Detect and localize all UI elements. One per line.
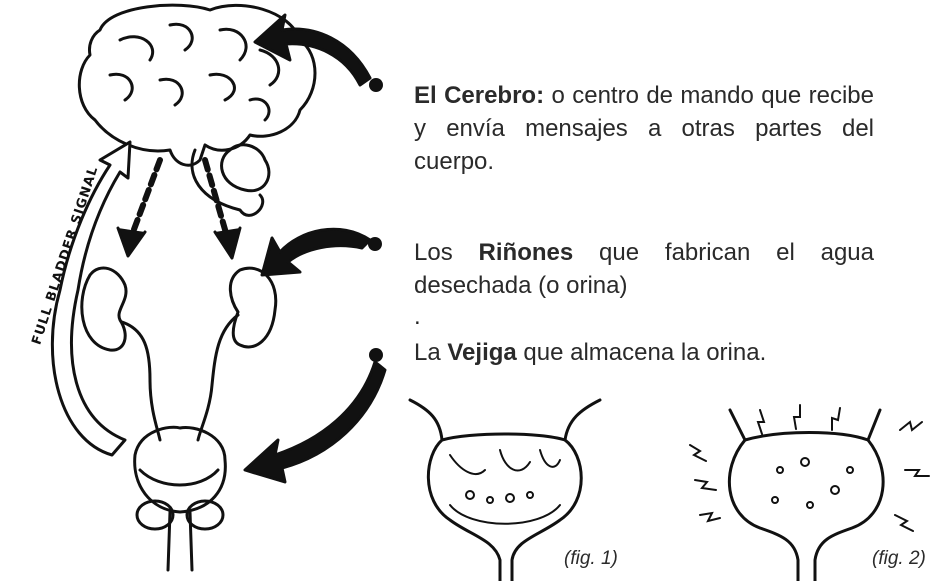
kidneys-text: que fabrican el agua desechada (o orina) xyxy=(414,239,874,299)
pointer-arrow-bladder xyxy=(243,360,387,484)
separator-dot: . xyxy=(414,303,421,330)
bladder-drawing xyxy=(133,425,227,572)
kidneys-term: Riñones xyxy=(478,239,574,266)
pointer-arrow-kidneys xyxy=(260,227,372,277)
brain-term: El Cerebro: xyxy=(414,82,545,109)
kidneys-pre: Los xyxy=(414,239,479,266)
bladder-term: Vejiga xyxy=(447,339,517,366)
signal-arrow xyxy=(50,140,132,457)
brain-description: El Cerebro: o centro de mando que recibe… xyxy=(414,79,874,178)
bullet-dot xyxy=(369,78,383,92)
fig1-drawing xyxy=(408,398,602,581)
fig2-caption: (fig. 2) xyxy=(872,548,926,569)
brain-text: o centro de mando que recibe y envía men… xyxy=(414,82,874,175)
fig1-caption: (fig. 1) xyxy=(564,548,618,569)
bladder-description: La Vejiga que almacena la orina. xyxy=(414,336,874,369)
dashed-arrows xyxy=(127,157,231,243)
bullet-dot xyxy=(368,237,382,251)
kidneys-drawing xyxy=(80,266,278,442)
fig2-drawing xyxy=(689,404,930,581)
kidneys-description: Los Riñones que fabrican el agua desecha… xyxy=(414,236,874,302)
bladder-pre: La xyxy=(414,339,448,366)
bullet-dot xyxy=(369,348,383,362)
pointer-arrow-brain xyxy=(253,13,372,87)
bladder-text: que almacena la orina. xyxy=(516,339,767,366)
brain-drawing xyxy=(77,3,317,217)
